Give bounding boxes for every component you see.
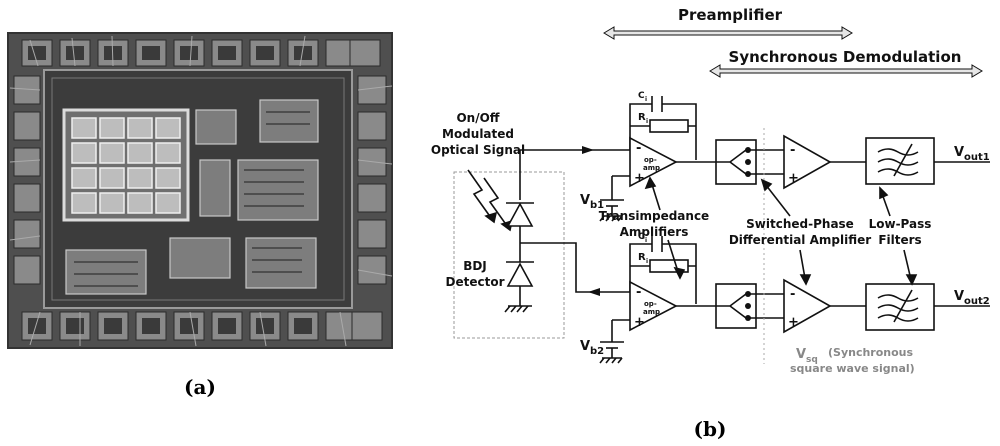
vsq-note-line1: (Synchronous [828, 346, 914, 359]
feedback-network-1 [629, 96, 697, 160]
vb1-label: V [580, 193, 590, 208]
ci-label-1: C [638, 91, 645, 101]
ci-label-2: C [638, 232, 645, 242]
svg-text:+: + [788, 171, 799, 186]
phase-switch-1 [715, 139, 784, 185]
bdj-detector-box [453, 171, 565, 339]
vsq-note-line2: square wave signal) [790, 362, 915, 375]
svg-text:out1: out1 [964, 152, 990, 163]
bdj-label: BDJ [463, 259, 487, 273]
low-pass-filter-1 [865, 137, 990, 185]
wire-mid [520, 242, 630, 293]
low-pass-filter-2 [865, 283, 990, 331]
preamplifier-label: Preamplifier [678, 6, 783, 24]
differential-amp-1 [783, 134, 866, 190]
arrow-into-amp2 [588, 288, 600, 296]
vb2-source [599, 320, 624, 364]
optical-signal-label-line3: Optical Signal [431, 143, 525, 157]
low-pass-label-line1: Low-Pass [869, 217, 932, 231]
svg-text:-: - [790, 143, 795, 158]
feedback-network-2 [629, 236, 697, 304]
switched-phase-label-line1: Switched-Phase [746, 217, 854, 231]
synchronous-demodulation-label: Synchronous Demodulation [729, 48, 962, 66]
vb1-source [599, 176, 624, 222]
svg-text:-: - [636, 285, 641, 300]
optical-signal-label-line1: On/Off [456, 111, 499, 125]
op-amp-1 [612, 136, 716, 188]
ri-label-2: R [638, 252, 646, 263]
synchronous-demodulation-span-arrow [709, 64, 983, 78]
low-pass-label-line2: Filters [878, 233, 921, 247]
vb2-label: V [580, 339, 590, 354]
svg-text:op-: op- [644, 300, 657, 308]
svg-text:i: i [646, 258, 648, 265]
svg-text:+: + [634, 171, 645, 186]
caption-b: (b) [694, 417, 727, 441]
vout2-label: V [954, 289, 964, 304]
svg-text:i: i [646, 118, 648, 125]
arrow-into-amp1 [582, 146, 594, 154]
svg-text:op-: op- [644, 156, 657, 164]
vsq-label: V [796, 347, 806, 362]
switched-phase-pointer-arrows [760, 178, 812, 286]
svg-text:-: - [790, 287, 795, 302]
transimpedance-pointer-arrows [644, 176, 686, 280]
svg-text:out2: out2 [964, 296, 990, 307]
chip-micrograph [7, 32, 393, 349]
svg-text:sq: sq [806, 355, 818, 365]
svg-text:-: - [636, 141, 641, 156]
caption-a: (a) [184, 375, 216, 399]
bdj-diode-stack [504, 150, 534, 313]
detector-label: Detector [446, 275, 505, 289]
svg-text:b2: b2 [590, 346, 604, 357]
svg-text:amp: amp [643, 308, 660, 316]
svg-text:amp: amp [643, 164, 660, 172]
low-pass-pointer-arrows [879, 186, 918, 286]
svg-text:+: + [634, 315, 645, 330]
optical-signal-label-line2: Modulated [442, 127, 514, 141]
phase-switch-2 [715, 283, 784, 329]
op-amp-2 [612, 280, 716, 332]
svg-text:b1: b1 [590, 200, 604, 211]
preamplifier-span-arrow [603, 26, 853, 40]
svg-text:+: + [788, 315, 799, 330]
transimpedance-label-line2: Amplifiers [620, 225, 689, 239]
transimpedance-label-line1: Transimpedance [599, 209, 709, 223]
light-zigzag-icon [467, 169, 514, 232]
ri-label-1: R [638, 112, 646, 123]
vout1-label: V [954, 145, 964, 160]
svg-text:i: i [645, 96, 647, 103]
switched-phase-label-line2: Differential Amplifier [729, 233, 871, 247]
svg-text:i: i [645, 237, 647, 244]
differential-amp-2 [783, 278, 866, 334]
